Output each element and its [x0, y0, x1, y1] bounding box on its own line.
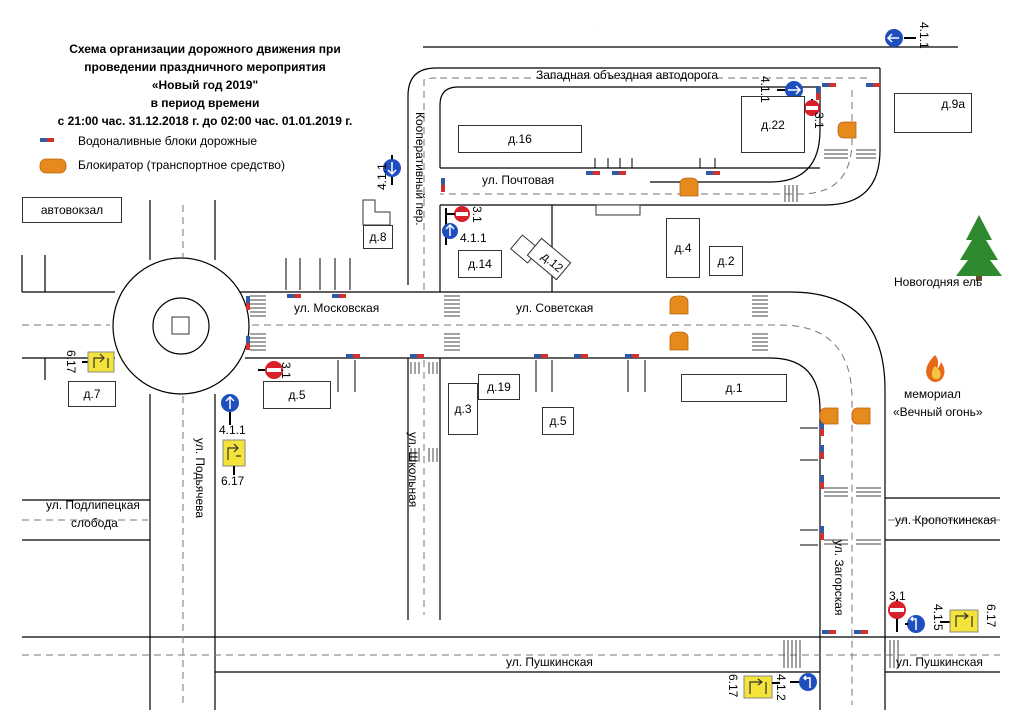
sign-code-31-zap: 3.1	[812, 112, 826, 129]
flame-icon	[926, 355, 945, 383]
legend-water-block-swatch	[40, 138, 54, 142]
christmas-tree	[956, 215, 1002, 281]
legend-water-blocks-label: Водоналивные блоки дорожные	[78, 134, 258, 148]
street-kooperativny: Кооперативный пер.	[413, 112, 427, 226]
street-podlipetskaya-2: слобода	[71, 516, 118, 530]
title-line-3: «Новый год 2019"	[151, 78, 259, 92]
sign-code-31-coop: 3.1	[470, 206, 484, 223]
roundabout-center	[171, 316, 190, 335]
street-pushkinskaya-right: ул. Пушкинская	[896, 655, 983, 669]
street-podlipetskaya: ул. Подлипецкая	[46, 498, 140, 512]
sign-code-31-right: 3.1	[889, 589, 906, 603]
building-d4: д.4	[666, 218, 700, 278]
sign-code-411-pod: 4.1.1	[219, 423, 246, 437]
legend-blocker-label: Блокиратор (транспортное средство)	[78, 158, 285, 172]
street-moskovskaya: ул. Московская	[294, 301, 380, 315]
building-d5-mid: д.5	[542, 407, 574, 435]
title-line-2: проведении праздничного мероприятия	[84, 60, 326, 74]
building-d8: д.8	[363, 225, 393, 249]
street-podyacheva: ул. Подьячева	[193, 438, 207, 519]
building-d9a: д.9а	[894, 93, 972, 133]
street-zagorskaya: ул. Загорская	[832, 540, 846, 616]
sign-code-617-pod: 6.17	[221, 474, 245, 488]
building-d2: д.2	[709, 246, 743, 276]
sign-code-617-bottom: 6.17	[726, 674, 740, 698]
street-sovetskaya: ул. Советская	[516, 301, 594, 315]
street-pochtovaya: ул. Почтовая	[482, 173, 555, 187]
lane-dashes	[22, 77, 1000, 705]
building-d1: д.1	[681, 374, 787, 402]
small-structure	[595, 204, 641, 216]
sign-code-411-coop: 4.1.1	[375, 163, 389, 190]
building-d16: д.16	[458, 125, 582, 153]
landmark-tree-label: Новогодняя ель	[894, 275, 983, 289]
crosswalks	[250, 149, 899, 668]
title-line-4: в период времени	[150, 96, 260, 110]
landmark-memorial-label: мемориал	[904, 387, 961, 401]
signs	[82, 29, 979, 699]
sign-code-411-zap: 4.1.1	[758, 76, 772, 103]
title-line-1: Схема организации дорожного движения при	[69, 42, 341, 56]
street-kropotkinskaya: ул. Кропоткинская	[895, 513, 997, 527]
sign-code-31-left: 3.1	[279, 362, 293, 379]
building-d14: д.14	[458, 250, 502, 278]
building-d3: д.3	[448, 383, 478, 435]
building-d8-annex	[362, 199, 391, 226]
street-shkolnaya: ул. Школьная	[406, 432, 420, 508]
sign-code-415-right: 4.1.5	[931, 604, 945, 631]
blockers	[39, 121, 871, 425]
sign-code-412-bottom: 4.1.2	[774, 674, 788, 701]
sign-code-411-coop2: 4.1.1	[460, 231, 487, 245]
sign-code-617-right: 6.17	[984, 604, 998, 628]
stop-lines	[285, 158, 818, 546]
building-avtovokzal: автовокзал	[22, 197, 122, 223]
title-line-5: с 21:00 час. 31.12.2018 г. до 02:00 час.…	[57, 114, 353, 128]
landmark-memorial-label-2: «Вечный огонь»	[893, 405, 983, 419]
building-d22: д.22	[741, 96, 805, 153]
sign-code-617-left: 6.17	[64, 350, 78, 374]
building-d19: д.19	[478, 374, 520, 400]
building-d7: д.7	[68, 381, 116, 407]
map-title: Схема организации дорожного движения при…	[40, 40, 370, 130]
building-d5-left: д.5	[263, 381, 331, 409]
building-d12-shape	[510, 234, 572, 281]
street-zapadnaya: Западная объездная автодорога	[536, 68, 719, 82]
street-pushkinskaya-left: ул. Пушкинская	[506, 655, 593, 669]
sign-code-411-top: 4.1.1	[917, 22, 931, 49]
